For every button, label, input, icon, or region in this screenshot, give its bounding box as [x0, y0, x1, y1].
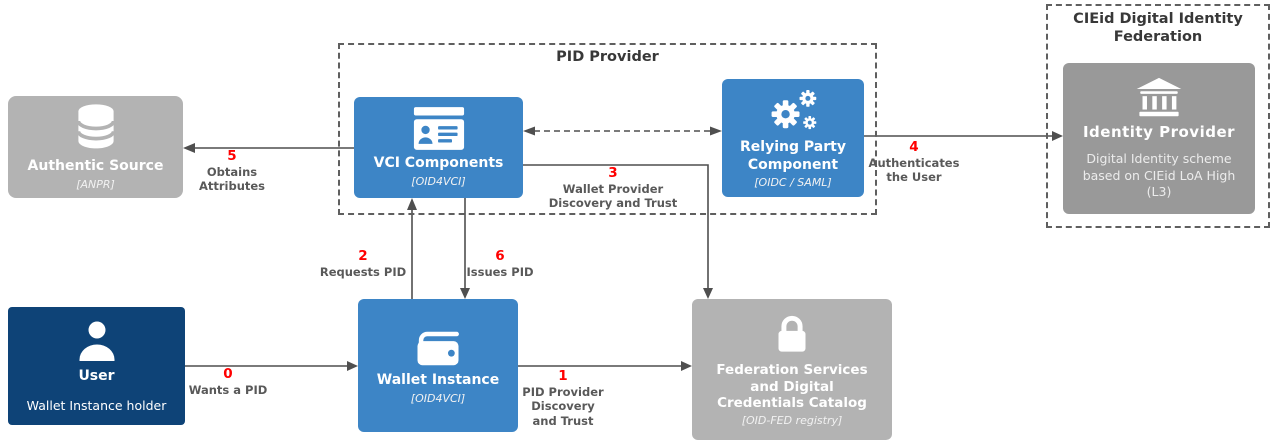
node-subtitle: [ANPR]: [76, 177, 115, 191]
node-relying-party: Relying Party Component [OIDC / SAML]: [722, 79, 864, 197]
edge-label-6: 6 Issues PID: [466, 249, 533, 279]
cieid-federation-container: CIEid Digital Identity Federation: [1046, 4, 1270, 228]
gears-icon: [771, 90, 817, 130]
cieid-federation-container-title: CIEid Digital Identity Federation: [1073, 11, 1243, 46]
edge-number: 3: [608, 165, 618, 181]
edge-label-2: 2 Requests PID: [320, 249, 406, 279]
edge-label-4: 4 Authenticates the User: [869, 140, 960, 185]
edge-text: Issues PID: [466, 264, 534, 279]
lock-icon: [778, 316, 806, 352]
node-identity-provider: Identity Provider Digital Identity schem…: [1063, 63, 1255, 214]
edge-number: 0: [223, 366, 233, 382]
node-subtitle: [OID4VCI]: [410, 391, 466, 405]
node-vci-components: VCI Components [OID4VCI]: [354, 97, 523, 198]
edge-number: 2: [358, 248, 368, 264]
node-title: Relying Party Component: [740, 139, 846, 173]
edge-label-0: 0 Wants a PID: [189, 367, 268, 397]
edge-number: 4: [909, 139, 919, 155]
bank-icon: [1136, 77, 1182, 117]
node-subtitle: Wallet Instance holder: [26, 398, 167, 414]
node-title: Authentic Source: [27, 158, 164, 175]
edge-label-1: 1 PID Provider Discovery and Trust: [522, 369, 603, 428]
database-icon: [76, 104, 115, 149]
person-icon: [79, 321, 114, 361]
node-authentic-source: Authentic Source [ANPR]: [8, 96, 183, 198]
node-title: Wallet Instance: [376, 372, 500, 389]
node-user: User Wallet Instance holder: [8, 307, 185, 425]
edge-number: 1: [558, 368, 568, 384]
edge-text: Obtains Attributes: [198, 164, 266, 194]
edge-text: Authenticates the User: [868, 155, 960, 185]
edge-label-5: 5 Obtains Attributes: [199, 149, 265, 194]
node-subtitle: [OID-FED registry]: [741, 413, 843, 427]
edge-text: Wants a PID: [188, 382, 268, 397]
node-subtitle: [OID4VCI]: [411, 174, 466, 188]
wallet-icon: [417, 332, 459, 366]
node-federation-services: Federation Services and Digital Credenti…: [692, 299, 892, 440]
pid-provider-container-title: PID Provider: [556, 49, 659, 65]
edge-text: Requests PID: [319, 264, 407, 279]
node-title: Identity Provider: [1082, 122, 1236, 141]
id-card-icon: [413, 107, 464, 151]
pid-provider-container: PID Provider: [338, 43, 877, 215]
edge-text: PID Provider Discovery and Trust: [522, 384, 604, 428]
edge-label-3: 3 Wallet Provider Discovery and Trust: [549, 166, 677, 211]
edge-number: 6: [495, 248, 505, 264]
edge-text: Wallet Provider Discovery and Trust: [548, 181, 678, 211]
edge-number: 5: [227, 148, 237, 164]
node-title: VCI Components: [373, 155, 504, 172]
node-wallet-instance: Wallet Instance [OID4VCI]: [358, 299, 518, 432]
node-description: Digital Identity scheme based on CIEid L…: [1082, 151, 1236, 199]
node-subtitle: [OIDC / SAML]: [754, 175, 832, 189]
node-title: User: [78, 367, 115, 384]
node-title: Federation Services and Digital Credenti…: [716, 362, 868, 412]
